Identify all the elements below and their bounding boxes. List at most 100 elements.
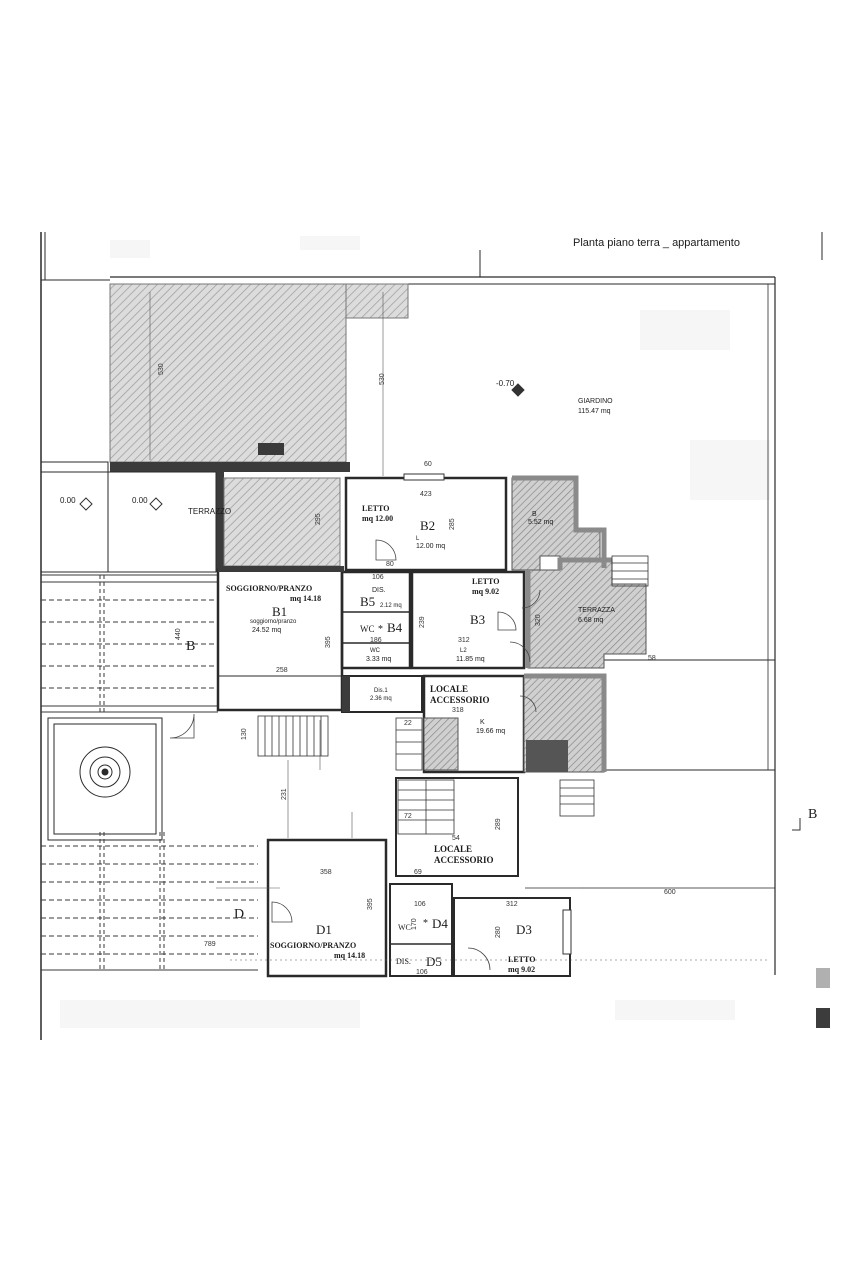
dim-106a: 106 <box>372 574 384 581</box>
stair-block <box>526 740 568 772</box>
room-locale-acc2-l1: LOCALE <box>434 844 472 854</box>
room-dis-b5-area: 2.12 mq <box>380 603 402 609</box>
dim-106b: 106 <box>414 901 426 908</box>
dim-186: 186 <box>370 637 382 644</box>
room-letto-b2-sub: L <box>416 536 420 542</box>
section-marker-d-left: D <box>234 907 244 922</box>
dim-80: 80 <box>386 561 394 568</box>
room-dis1-area: 2.36 mq <box>370 696 392 702</box>
sheet-title: Planta piano terra _ appartamento <box>573 237 740 249</box>
room-soggiorno-b1-code: B1 <box>272 604 287 619</box>
dim-312b: 312 <box>506 901 518 908</box>
wall-band-top <box>110 462 350 472</box>
room-soggiorno-b1-sub: soggiorno/pranzo <box>250 619 297 625</box>
room-k-code: K <box>480 719 485 726</box>
dim-69: 69 <box>414 869 422 876</box>
dim-280: 280 <box>495 926 502 938</box>
room-b-code: B <box>532 511 537 518</box>
dim-22: 22 <box>404 720 412 727</box>
level-garden: -0.70 <box>496 379 515 388</box>
wall-block-dis <box>342 676 350 712</box>
dim-106c: 106 <box>416 969 428 976</box>
right-thick-walls <box>512 475 612 772</box>
room-wc-b4-name: WC <box>360 624 375 634</box>
fountain <box>47 717 163 841</box>
room-soggiorno-b1-sub-area: 24.52 mq <box>252 627 281 634</box>
dim-423: 423 <box>420 491 432 498</box>
room-dis-b5-name: DIS. <box>372 587 386 594</box>
room-letto-b2-code: B2 <box>420 518 435 533</box>
window-b2 <box>403 473 572 955</box>
stair-spiral <box>395 717 455 835</box>
level-left-a: 0.00 <box>60 496 76 505</box>
room-soggiorno-d1-name: SOGGIORNO/PRANZO <box>270 941 356 950</box>
dim-54: 54 <box>452 835 460 842</box>
room-giardino-name: GIARDINO <box>578 398 613 405</box>
dim-789: 789 <box>204 941 216 948</box>
hatched-acc-stair <box>423 717 459 771</box>
legend-swatch-dark <box>816 1008 830 1028</box>
room-giardino-area: 115.47 mq <box>578 408 611 415</box>
room-letto-b3-sub-area: 11.85 mq <box>456 656 485 663</box>
dim-600: 600 <box>664 889 676 896</box>
room-dis1-name: Dis.1 <box>374 688 388 694</box>
wall-band-mid <box>218 566 344 572</box>
legend-swatch-light <box>816 968 830 988</box>
wc-b4-star: * <box>378 624 383 635</box>
chimney-block <box>258 443 284 455</box>
room-b-area: 5.52 mq <box>528 519 553 526</box>
room-dis-b5-code: B5 <box>360 594 375 609</box>
wall-band-left <box>216 472 224 572</box>
dim-295: 295 <box>315 513 322 525</box>
stair-right <box>559 555 649 817</box>
room-k-area: 19.66 mq <box>476 728 505 735</box>
level-marker-icons <box>79 383 525 511</box>
room-soggiorno-b1-name: SOGGIORNO/PRANZO <box>226 584 312 593</box>
dim-239: 239 <box>419 616 426 628</box>
dim-289: 289 <box>495 818 502 830</box>
scan-texture <box>60 236 770 1028</box>
room-soggiorno-d1-area: mq 14.18 <box>334 951 365 960</box>
dim-395b: 395 <box>367 898 374 910</box>
dim-60: 60 <box>424 461 432 468</box>
dim-530a: 530 <box>158 363 165 375</box>
stair-left <box>257 715 329 757</box>
section-mark-right <box>792 818 801 831</box>
room-letto-b3-area: mq 9.02 <box>472 587 499 596</box>
room-letto-b3-code: B3 <box>470 612 485 627</box>
room-locale-acc1-l2: ACCESSORIO <box>430 695 490 705</box>
dim-395: 395 <box>325 636 332 648</box>
left-terrace <box>40 461 217 573</box>
dim-440: 440 <box>175 628 182 640</box>
pergola-slats-upper <box>41 574 218 713</box>
dim-358: 358 <box>320 869 332 876</box>
room-soggiorno-b1-area: mq 14.18 <box>290 594 321 603</box>
room-letto-d3-name: LETTO <box>508 955 535 964</box>
dim-312a: 312 <box>458 637 470 644</box>
room-letto-b2-area: mq 12.00 <box>362 514 393 523</box>
room-wc-d4-code: D4 <box>432 916 448 931</box>
room-wc-b4-code: B4 <box>387 620 403 635</box>
dim-530b: 530 <box>379 373 386 385</box>
dim-72: 72 <box>404 813 412 820</box>
hatched-room-b <box>511 477 601 571</box>
dimension-lines <box>149 292 770 961</box>
room-wc-b4-sub: WC <box>370 648 381 654</box>
room-letto-b3-name: LETTO <box>472 577 499 586</box>
dimension-numbers: 530 530 60 423 285 295 106 80 239 312 18… <box>158 363 676 976</box>
room-wc-b4-area: 3.33 mq <box>366 656 391 663</box>
room-letto-d3-area: mq 9.02 <box>508 965 535 974</box>
dim-258: 258 <box>276 667 288 674</box>
dim-130: 130 <box>241 728 248 740</box>
room-wc-d4-name: WC <box>398 923 411 932</box>
dim-320: 320 <box>535 614 542 626</box>
hatched-terrazza <box>527 559 647 669</box>
hatched-terrazzo-inner <box>223 477 341 567</box>
dim-170: 170 <box>411 918 418 930</box>
hatched-strip-top <box>345 283 409 319</box>
section-marker-b-left: B <box>186 639 195 654</box>
room-locale-acc1-l1: LOCALE <box>430 684 468 694</box>
section-marker-b-right: B <box>808 807 817 822</box>
room-soggiorno-d1-code: D1 <box>316 922 332 937</box>
room-letto-b2-name: LETTO <box>362 504 389 513</box>
